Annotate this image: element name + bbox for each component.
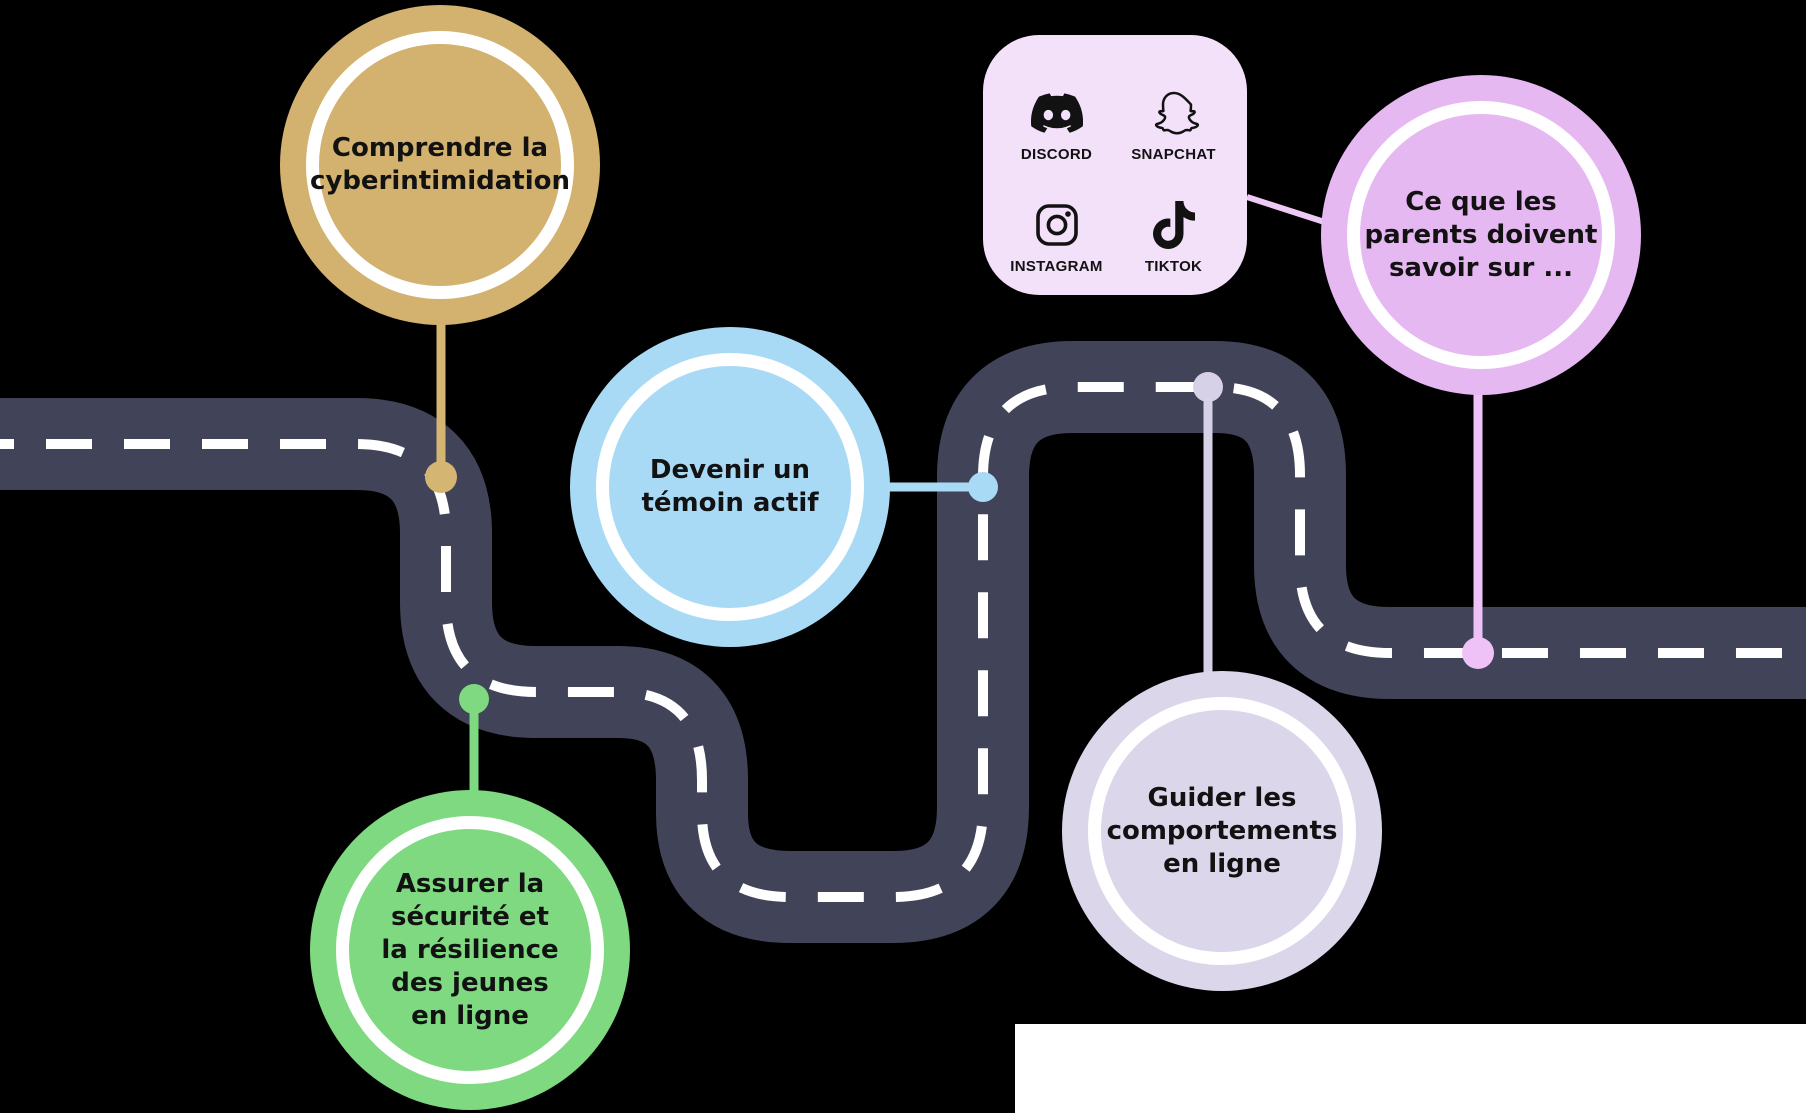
topic-circle-devenir-un-temoin-actif: Devenir un témoin actif [570,327,890,647]
green-milestone-dot [459,684,489,714]
app-label: SNAPCHAT [1131,146,1216,163]
topic-circle-ce-que-les-parents-doivent-savoir: Ce que les parents doivent savoir sur ..… [1321,75,1641,395]
social-apps-card: DISCORD SNAPCHAT INSTAGRAM [983,35,1247,295]
topic-label-line: en ligne [1163,848,1281,879]
topic-label-line: savoir sur ... [1388,252,1574,283]
topic-label: Devenir un témoin actif [641,454,818,520]
tiktok-icon [1152,198,1195,252]
blue-milestone-dot [968,472,998,502]
topic-label-line: comportements [1106,815,1338,846]
topic-label-line: témoin actif [641,488,819,518]
topic-label-line: Comprendre la [331,133,549,163]
app-label: INSTAGRAM [1010,258,1103,275]
topic-label-line: Devenir un [649,455,811,485]
app-item-instagram: INSTAGRAM [1001,173,1112,275]
topic-label: Comprendre la cyberintimidation [310,132,570,198]
topic-label-line: Assurer la [395,868,545,899]
topic-circle-comprendre-la-cyberintimidation: Comprendre la cyberintimidation [280,5,600,325]
lavender-milestone-dot [1193,372,1223,402]
topic-label: Assurer la sécurité et la résilience des… [381,868,558,1033]
white-footer-block [1015,1024,1806,1113]
instagram-icon [1033,198,1081,252]
snapchat-icon [1149,86,1199,140]
road-center-dashes [0,382,1806,902]
topic-circle-assurer-la-securite: Assurer la sécurité et la résilience des… [310,790,630,1110]
topic-label-line: sécurité et [391,901,549,932]
discord-icon [1030,86,1083,140]
topic-label-line: des jeunes [391,967,549,998]
topic-label-line: Ce que les [1405,186,1557,217]
topic-label-line: parents doivent [1364,219,1598,250]
topic-label-line: Guider les [1147,782,1297,813]
app-item-discord: DISCORD [1001,61,1112,163]
pink-milestone-dot [1462,637,1494,669]
app-item-tiktok: TIKTOK [1118,173,1229,275]
topic-circle-guider-les-comportements: Guider les comportements en ligne [1062,671,1382,991]
topic-label: Guider les comportements en ligne [1107,782,1338,881]
topic-label-line: en ligne [411,1000,529,1031]
app-label: TIKTOK [1144,258,1203,275]
topic-label-line: cyberintimidation [309,166,571,196]
road [0,341,1806,943]
topic-label-line: la résilience [381,934,559,965]
app-item-snapchat: SNAPCHAT [1118,61,1229,163]
topic-label: Ce que les parents doivent savoir sur ..… [1365,186,1598,285]
gold-milestone-dot [425,461,457,493]
app-label: DISCORD [1020,146,1093,163]
